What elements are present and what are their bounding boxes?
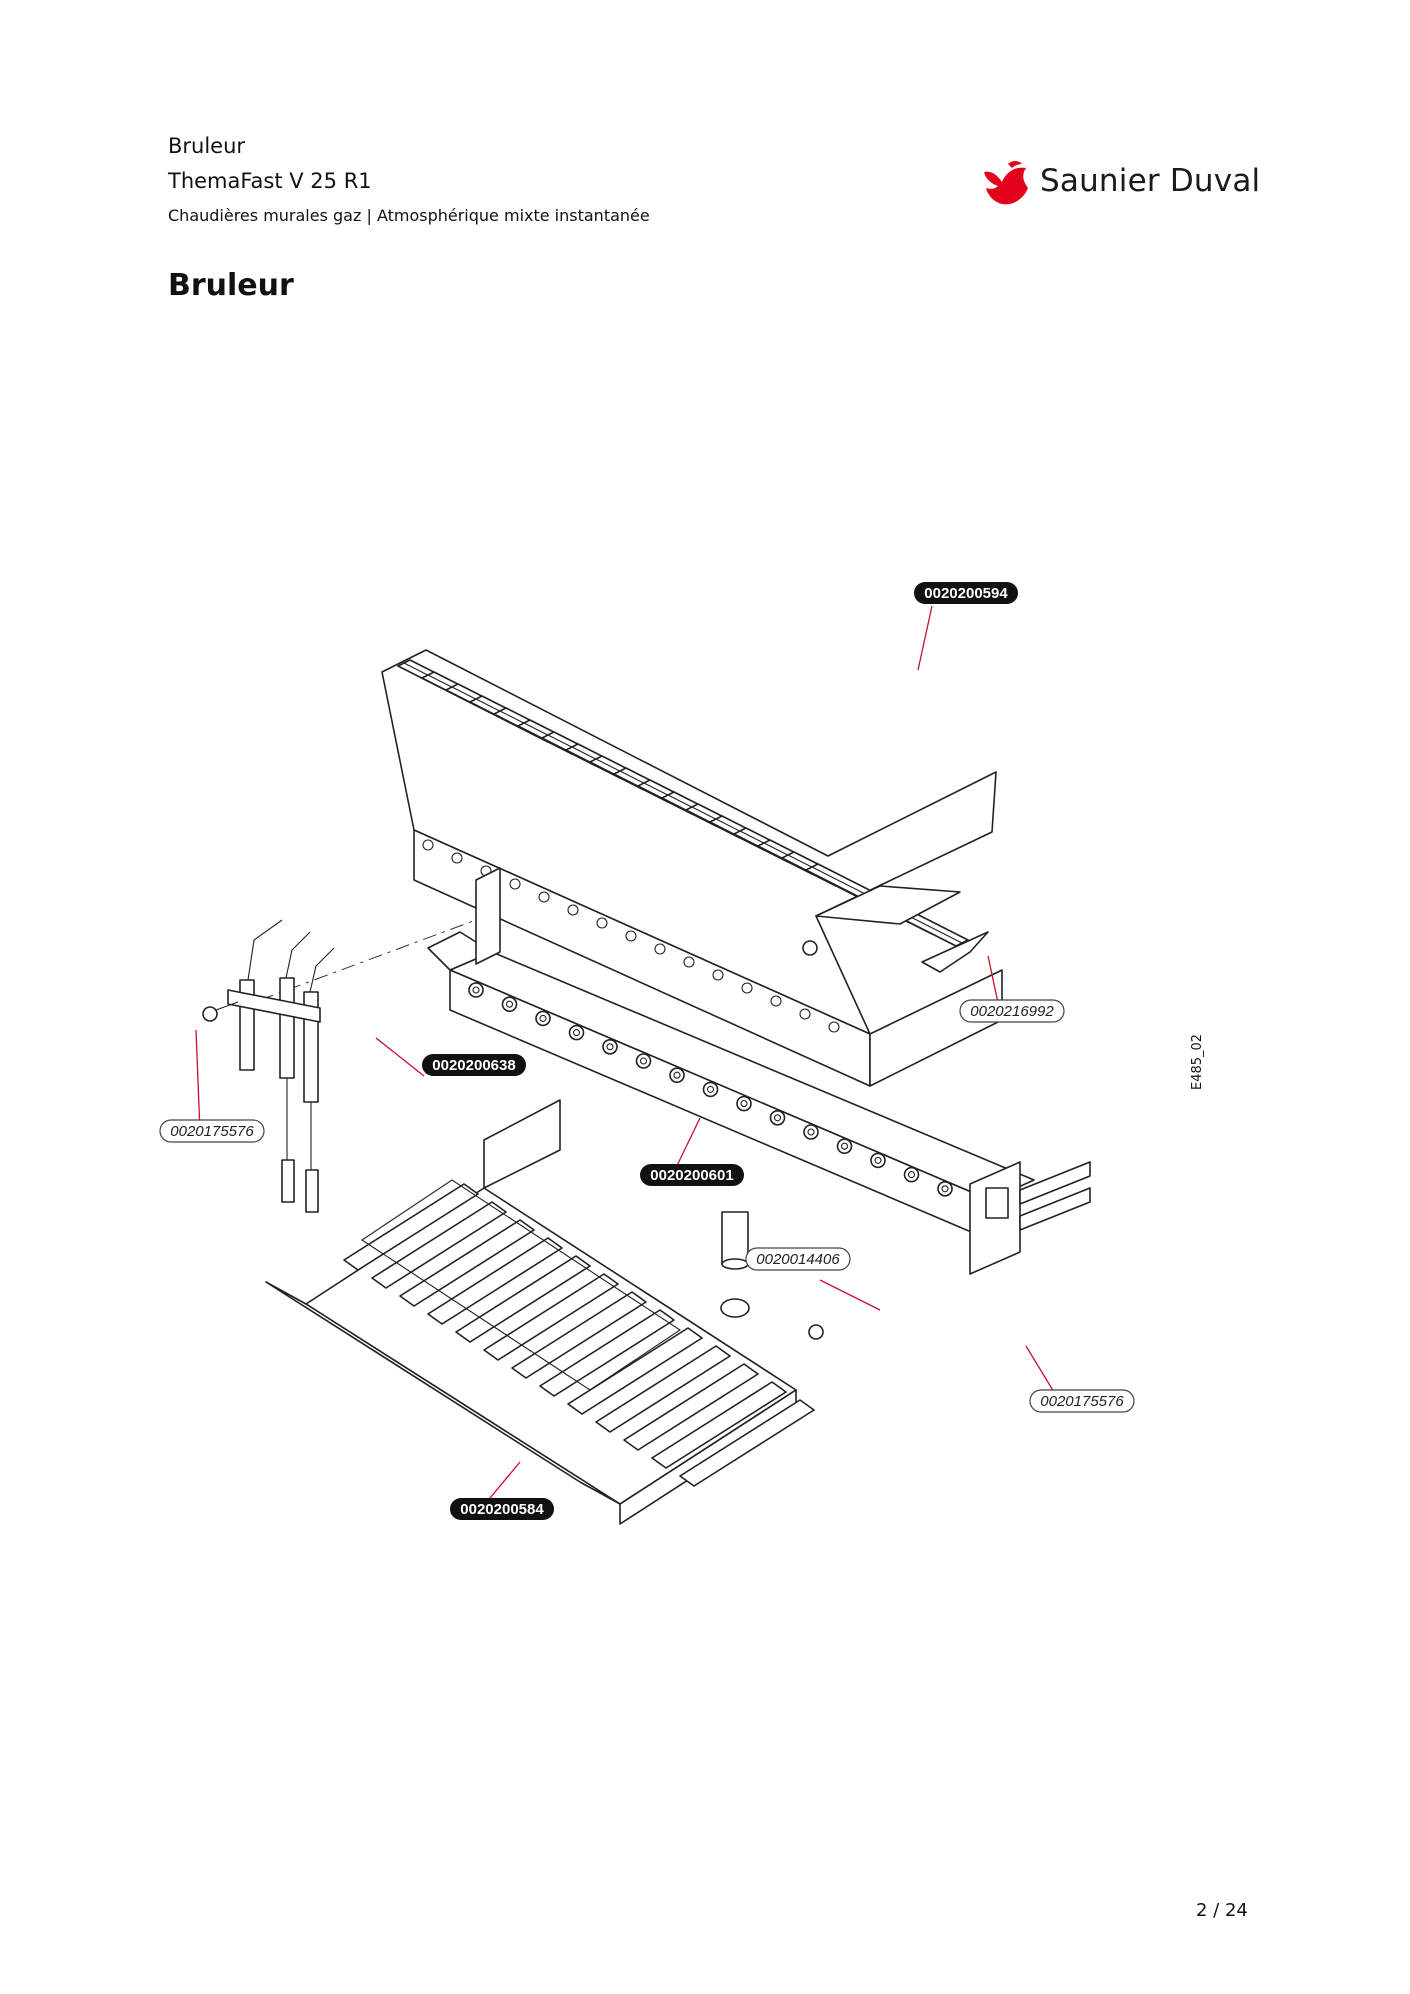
brand-name: Saunier Duval [1040,163,1261,199]
burner-tray [265,1099,815,1525]
callout-0020175576: 0020175576 [1029,1389,1135,1413]
callout-label: 0020216992 [970,1003,1054,1020]
header-subtitle: Chaudières murales gaz | Atmosphérique m… [168,206,650,225]
bird-icon [984,161,1028,205]
exploded-diagram: 0020200594 0020216992 0020200638 0020175576… [159,582,1135,1525]
callout-0020216992: 0020216992 [959,999,1065,1023]
callouts: 0020200594 0020216992 0020200638 0020175576… [159,582,1135,1520]
callout-0020200594: 0020200594 [914,582,1018,604]
callout-label: 0020175576 [1040,1393,1124,1410]
header-product: ThemaFast V 25 R1 [168,169,372,193]
screw-bottom [808,1324,824,1340]
screw-top [802,940,818,956]
callout-0020200638: 0020200638 [422,1054,526,1076]
callout-0020014406: 0020014406 [745,1247,851,1271]
header-category: Bruleur [168,134,246,158]
callout-label: 0020175576 [170,1123,254,1140]
gas-manifold [427,867,1091,1275]
electrode-assembly [202,919,335,1213]
callout-0020200601: 0020200601 [640,1164,744,1186]
callout-label: 0020200584 [460,1501,544,1518]
brand-logo [984,161,1028,205]
callout-label: 0020200594 [924,585,1008,602]
callout-label: 0020014406 [756,1251,840,1268]
callout-label: 0020200638 [432,1057,515,1074]
burner-body [381,649,1003,1087]
page-title: Bruleur [168,268,294,303]
callout-0020175576: 0020175576 [159,1119,265,1143]
drawing-code: E485_02 [1190,1033,1205,1090]
page-number: 2 / 24 [1196,1900,1248,1921]
callout-label: 0020200601 [650,1167,733,1184]
callout-0020200584: 0020200584 [450,1498,554,1520]
seal-ring [720,1298,750,1318]
